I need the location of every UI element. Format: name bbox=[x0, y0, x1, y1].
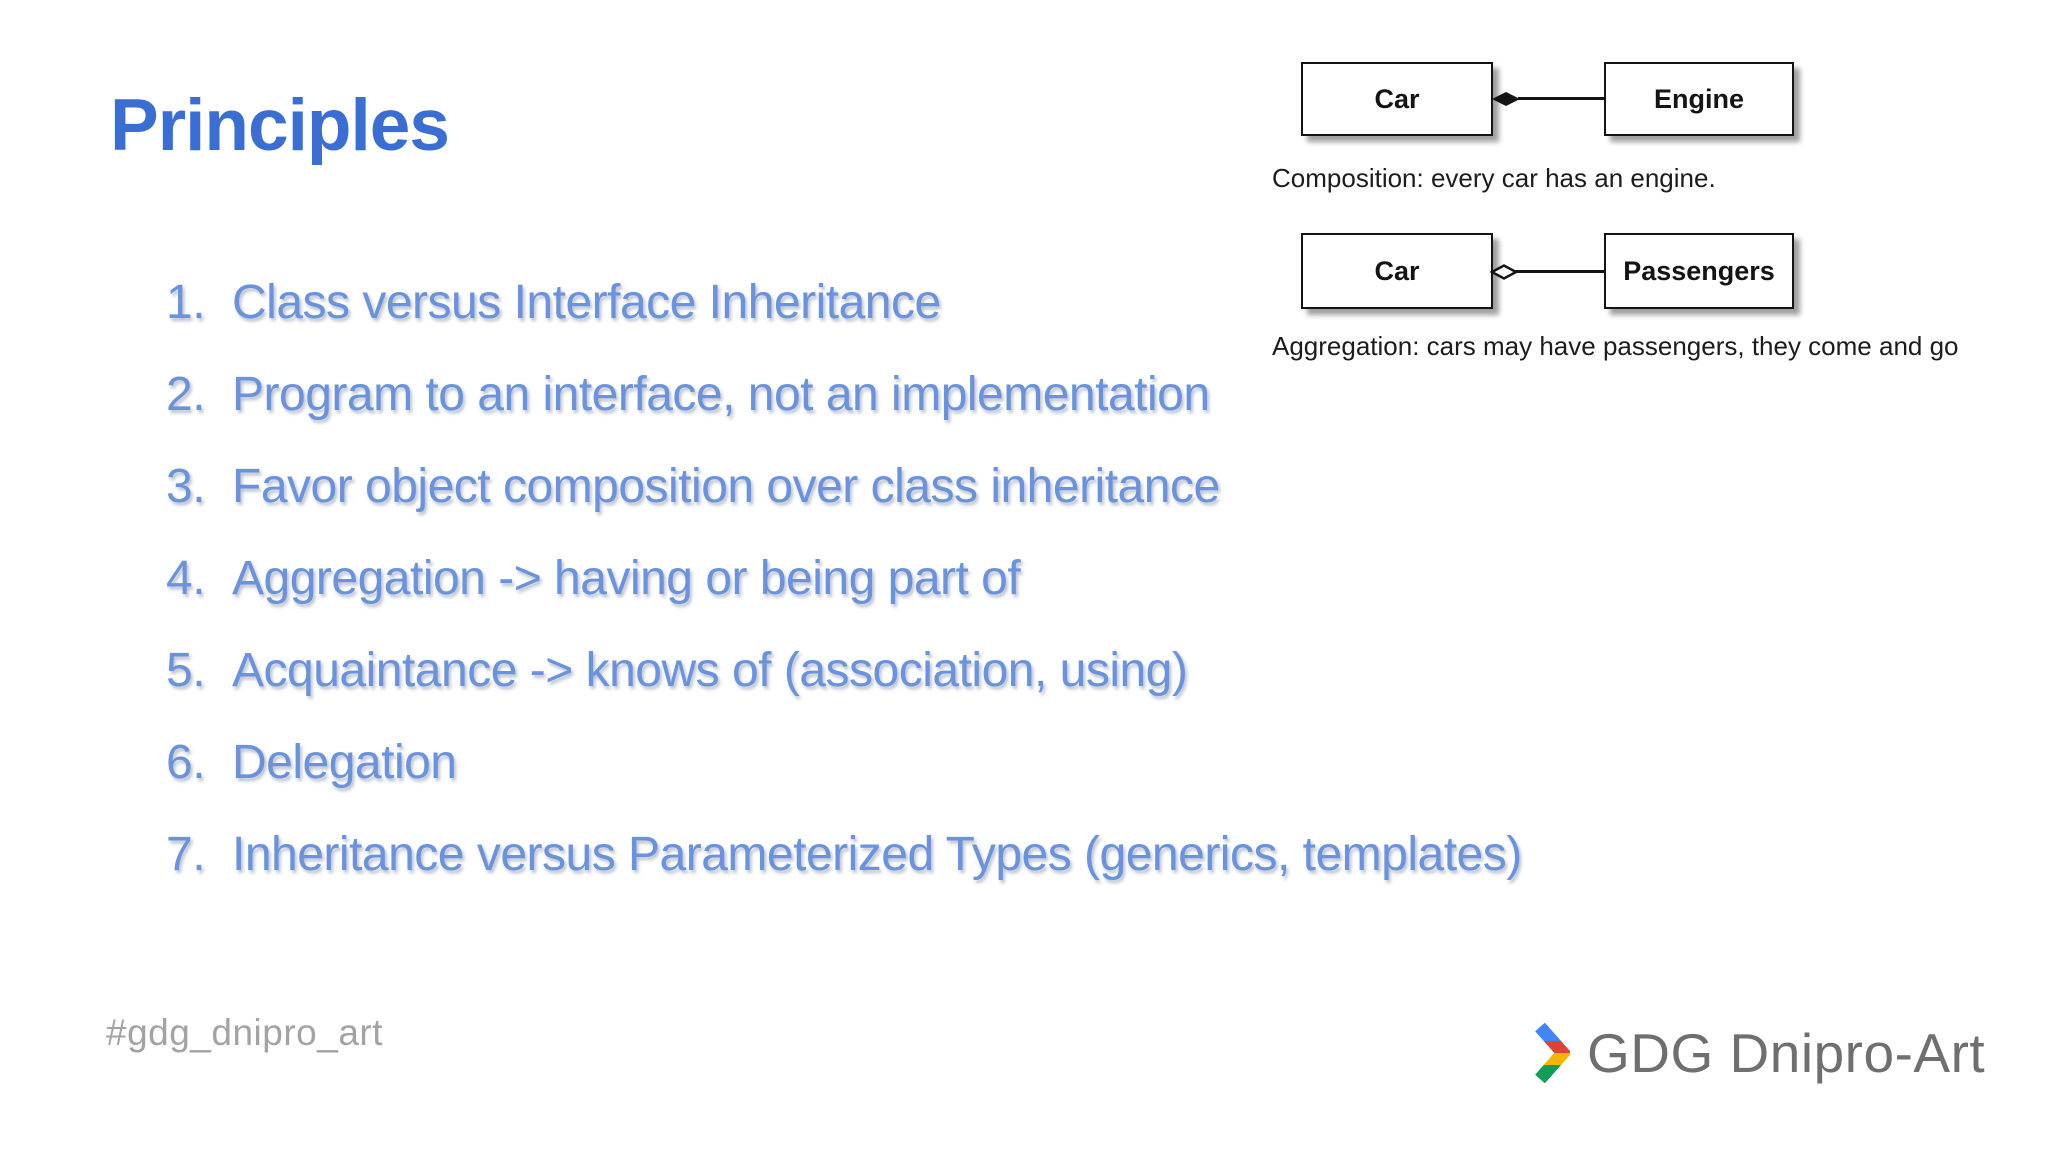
open-diamond-icon bbox=[1490, 264, 1518, 280]
class-box-engine: Engine bbox=[1604, 62, 1794, 136]
list-item-text: Inheritance versus Parameterized Types (… bbox=[232, 827, 1522, 881]
filled-diamond-icon bbox=[1492, 92, 1520, 106]
list-item-number: 7. bbox=[166, 827, 206, 881]
list-item-number: 3. bbox=[166, 459, 206, 513]
diagram-caption: Composition: every car has an engine. bbox=[1272, 163, 1716, 193]
list-item: 2. Program to an interface, not an imple… bbox=[166, 348, 1522, 440]
list-item-number: 5. bbox=[166, 643, 206, 697]
diagram-caption: Aggregation: cars may have passengers, t… bbox=[1272, 331, 1959, 361]
list-item-text: Delegation bbox=[232, 735, 457, 789]
list-item-text: Aggregation -> having or being part of bbox=[232, 551, 1021, 605]
list-item: 6. Delegation bbox=[166, 716, 1522, 808]
list-item-text: Acquaintance -> knows of (association, u… bbox=[232, 643, 1188, 697]
list-item-number: 2. bbox=[166, 367, 206, 421]
class-box-car: Car bbox=[1301, 233, 1493, 309]
page-title: Principles bbox=[110, 85, 450, 166]
principles-list: 1. Class versus Interface Inheritance 2.… bbox=[166, 256, 1522, 900]
gdg-logo: GDG Dnipro-Art bbox=[1532, 1020, 1985, 1086]
class-box-car: Car bbox=[1301, 62, 1493, 136]
connector-line bbox=[1518, 97, 1606, 100]
list-item: 7. Inheritance versus Parameterized Type… bbox=[166, 808, 1522, 900]
list-item-number: 1. bbox=[166, 275, 206, 329]
list-item-text: Program to an interface, not an implemen… bbox=[232, 367, 1210, 421]
gdg-logo-text: GDG Dnipro-Art bbox=[1587, 1022, 1986, 1084]
list-item: 1. Class versus Interface Inheritance bbox=[166, 256, 1522, 348]
hashtag-label: #gdg_dnipro_art bbox=[106, 1012, 383, 1053]
list-item: 5. Acquaintance -> knows of (association… bbox=[166, 624, 1522, 716]
list-item: 3. Favor object composition over class i… bbox=[166, 440, 1522, 532]
connector-line bbox=[1515, 270, 1606, 273]
gdg-chevron-icon bbox=[1535, 1023, 1570, 1083]
list-item-number: 4. bbox=[166, 551, 206, 605]
list-item-text: Favor object composition over class inhe… bbox=[232, 459, 1220, 513]
list-item: 4. Aggregation -> having or being part o… bbox=[166, 532, 1522, 624]
list-item-text: Class versus Interface Inheritance bbox=[232, 275, 941, 329]
list-item-number: 6. bbox=[166, 735, 206, 789]
class-box-passengers: Passengers bbox=[1604, 233, 1794, 309]
